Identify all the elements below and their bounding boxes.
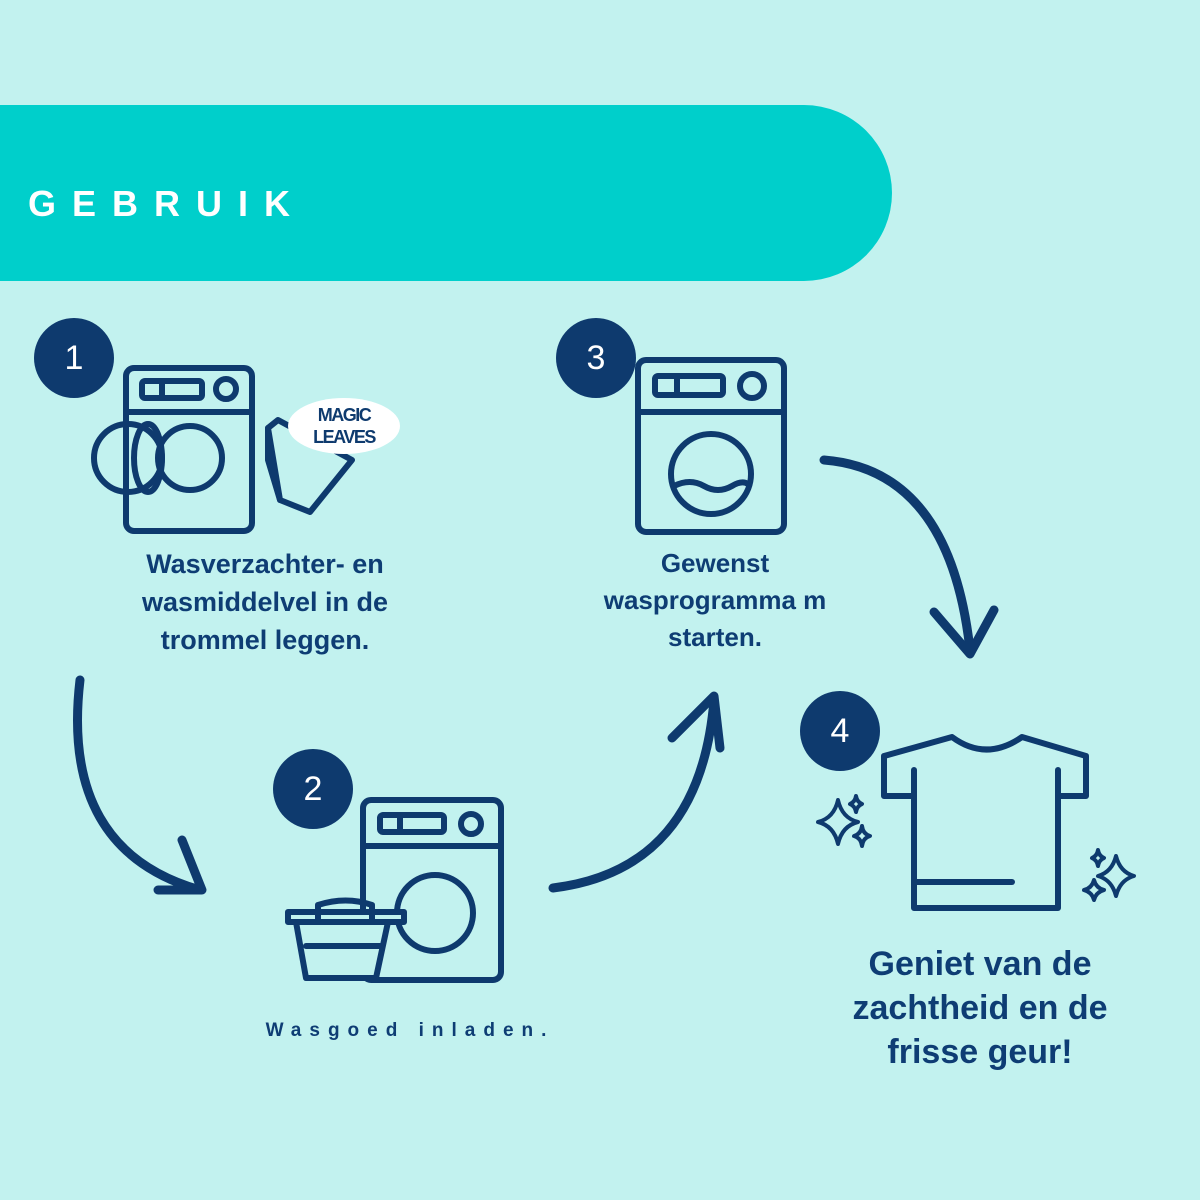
sparkle-icon bbox=[816, 794, 1136, 902]
caption-line: frisse geur! bbox=[887, 1033, 1073, 1071]
step-badge-3: 3 bbox=[556, 318, 636, 398]
step-3-caption: Gewenst wasprogramma m starten. bbox=[575, 545, 855, 656]
logo-line2: LEAVES bbox=[313, 427, 376, 447]
t-shirt-icon bbox=[881, 734, 1089, 911]
caption-line: Geniet van de bbox=[868, 945, 1092, 983]
step-badge-2: 2 bbox=[273, 749, 353, 829]
logo-line1: MAGIC bbox=[318, 405, 372, 425]
step-4-caption: Geniet van de zachtheid en de frisse geu… bbox=[815, 942, 1145, 1074]
washing-machine-icon-step1 bbox=[91, 365, 255, 534]
caption-line: Gewenst bbox=[660, 548, 770, 578]
step-2-caption: Wasgoed inladen. bbox=[230, 1018, 590, 1044]
step-badge-1: 1 bbox=[34, 318, 114, 398]
caption-line: Wasverzachter- en bbox=[146, 549, 384, 579]
caption-line: wasprogramma m bbox=[603, 585, 827, 615]
magic-leaves-logo: MAGIC LEAVES bbox=[288, 398, 400, 454]
step-badge-4: 4 bbox=[800, 691, 880, 771]
washing-machine-icon-step3 bbox=[635, 357, 787, 535]
caption-line: zachtheid en de bbox=[852, 989, 1108, 1027]
caption-line: Wasgoed inladen. bbox=[265, 1020, 555, 1041]
caption-line: starten. bbox=[668, 622, 762, 652]
step-1-caption: Wasverzachter- en wasmiddelvel in de tro… bbox=[70, 545, 460, 659]
header-banner bbox=[0, 105, 892, 281]
caption-line: trommel leggen. bbox=[160, 625, 370, 655]
laundry-basket-icon bbox=[285, 897, 407, 981]
curved-arrow-icon bbox=[73, 455, 999, 895]
page-title: GEBRUIK bbox=[28, 183, 307, 224]
caption-line: wasmiddelvel in de bbox=[141, 587, 389, 617]
detergent-sheet-icon bbox=[265, 417, 355, 515]
